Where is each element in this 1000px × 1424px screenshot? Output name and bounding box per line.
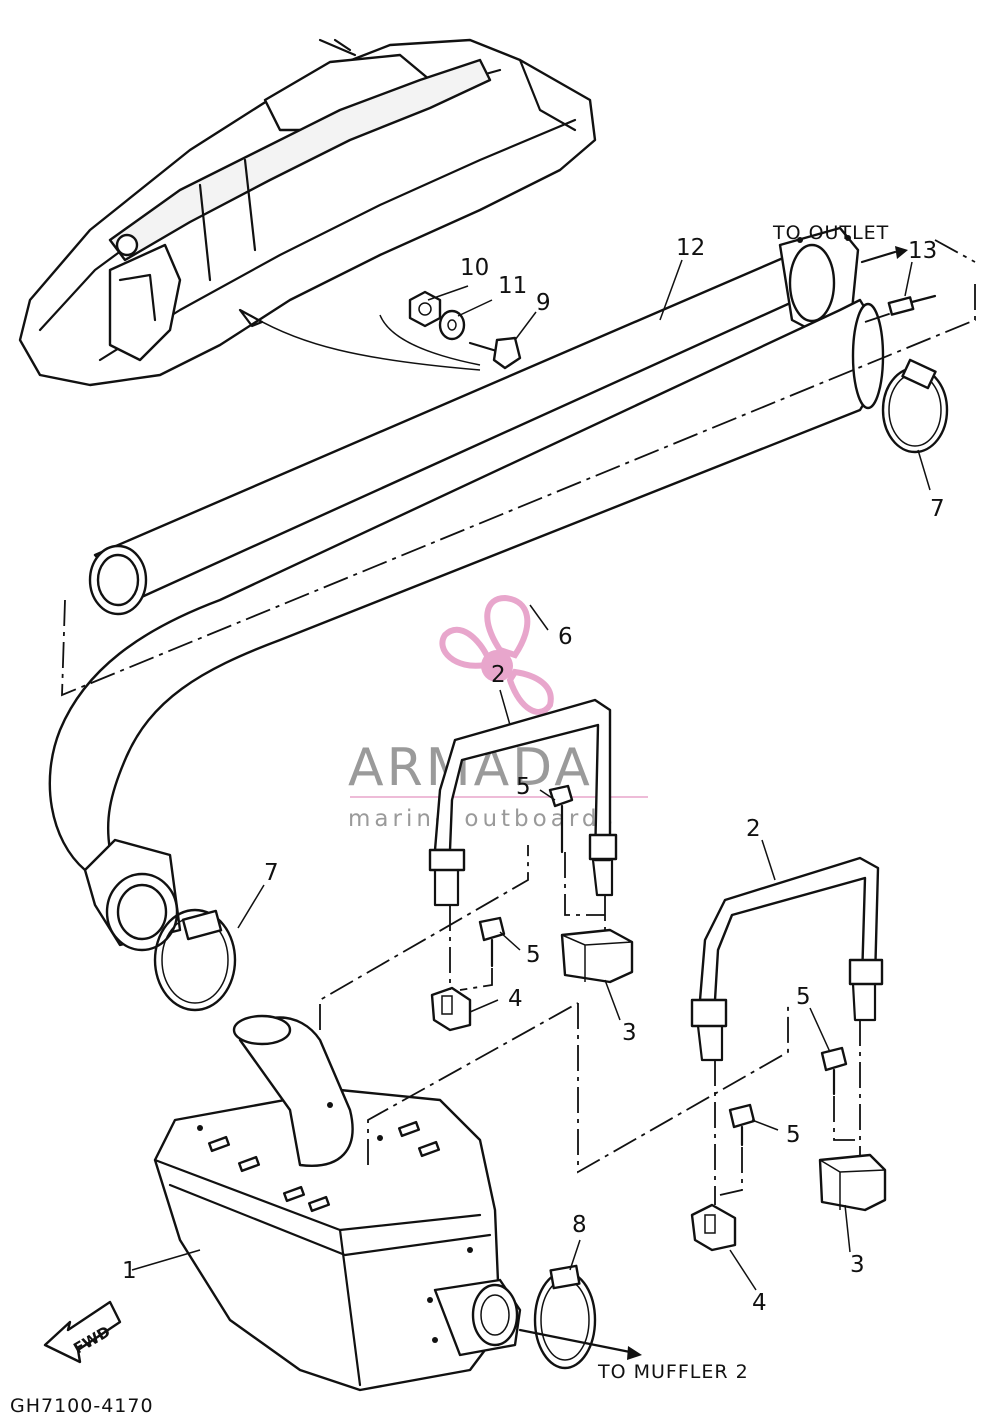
- muffler-1: [153, 1014, 522, 1392]
- callout-8: 8: [572, 1212, 587, 1238]
- bolt-5-a: [548, 784, 574, 854]
- clip-4-upper: [430, 986, 472, 1032]
- bracket-2-lower: [690, 856, 884, 1062]
- callout-2-upper: 2: [491, 662, 506, 688]
- block-3-upper: [560, 928, 634, 984]
- callout-12: 12: [676, 235, 705, 261]
- callout-2-lower: 2: [746, 816, 761, 842]
- leader-lines: [131, 259, 931, 1291]
- block-3-lower: [818, 1153, 887, 1212]
- callouts: 10 11 9 12 13 7 6 2 5 2 7 5 5 4 3 5 8 3 …: [122, 235, 945, 1316]
- assembly-lines: [61, 239, 976, 1205]
- hose-clamp-7-lower: [153, 908, 237, 1012]
- callout-3-upper: 3: [622, 1020, 637, 1046]
- callout-7-lower: 7: [264, 860, 279, 886]
- exhaust-hose-6: [48, 298, 885, 952]
- pin-13: [887, 294, 937, 316]
- callout-13: 13: [908, 238, 937, 264]
- direction-arrows: [518, 246, 908, 1360]
- clip-4-lower: [690, 1203, 737, 1252]
- callout-3-lower: 3: [850, 1252, 865, 1278]
- callout-10: 10: [460, 255, 489, 281]
- hose-clamp-7-upper: [881, 358, 949, 454]
- callout-4-upper: 4: [508, 986, 523, 1012]
- exhaust-pipe-12: [88, 226, 860, 616]
- callout-5-a: 5: [516, 774, 531, 800]
- callout-5-d: 5: [786, 1122, 801, 1148]
- callout-4-lower: 4: [752, 1290, 767, 1316]
- to-muffler-caption: TO MUFFLER 2: [597, 1361, 749, 1383]
- callout-5-c: 5: [796, 984, 811, 1010]
- to-outlet-caption: TO OUTLET: [772, 222, 889, 244]
- watercraft-illustration: [18, 38, 597, 387]
- bolt-9: [468, 336, 522, 370]
- callout-5-b: 5: [526, 942, 541, 968]
- diagram-code: GH7100-4170: [10, 1395, 154, 1417]
- nut-10: [408, 290, 442, 328]
- bracket-2-upper: [428, 698, 618, 907]
- watermark-tagline: marine outboards: [348, 806, 616, 832]
- callout-1: 1: [122, 1258, 137, 1284]
- callout-9: 9: [536, 290, 551, 316]
- callout-6: 6: [558, 624, 573, 650]
- callout-11: 11: [498, 273, 527, 299]
- callout-7-upper: 7: [930, 496, 945, 522]
- hose-clamp-8: [533, 1264, 597, 1370]
- bolt-5-b: [478, 916, 506, 968]
- bolt-5-d: [728, 1103, 756, 1147]
- bolt-5-c: [820, 1046, 848, 1096]
- washer-11: [438, 309, 466, 341]
- fwd-arrow-icon: FWD: [43, 1300, 122, 1364]
